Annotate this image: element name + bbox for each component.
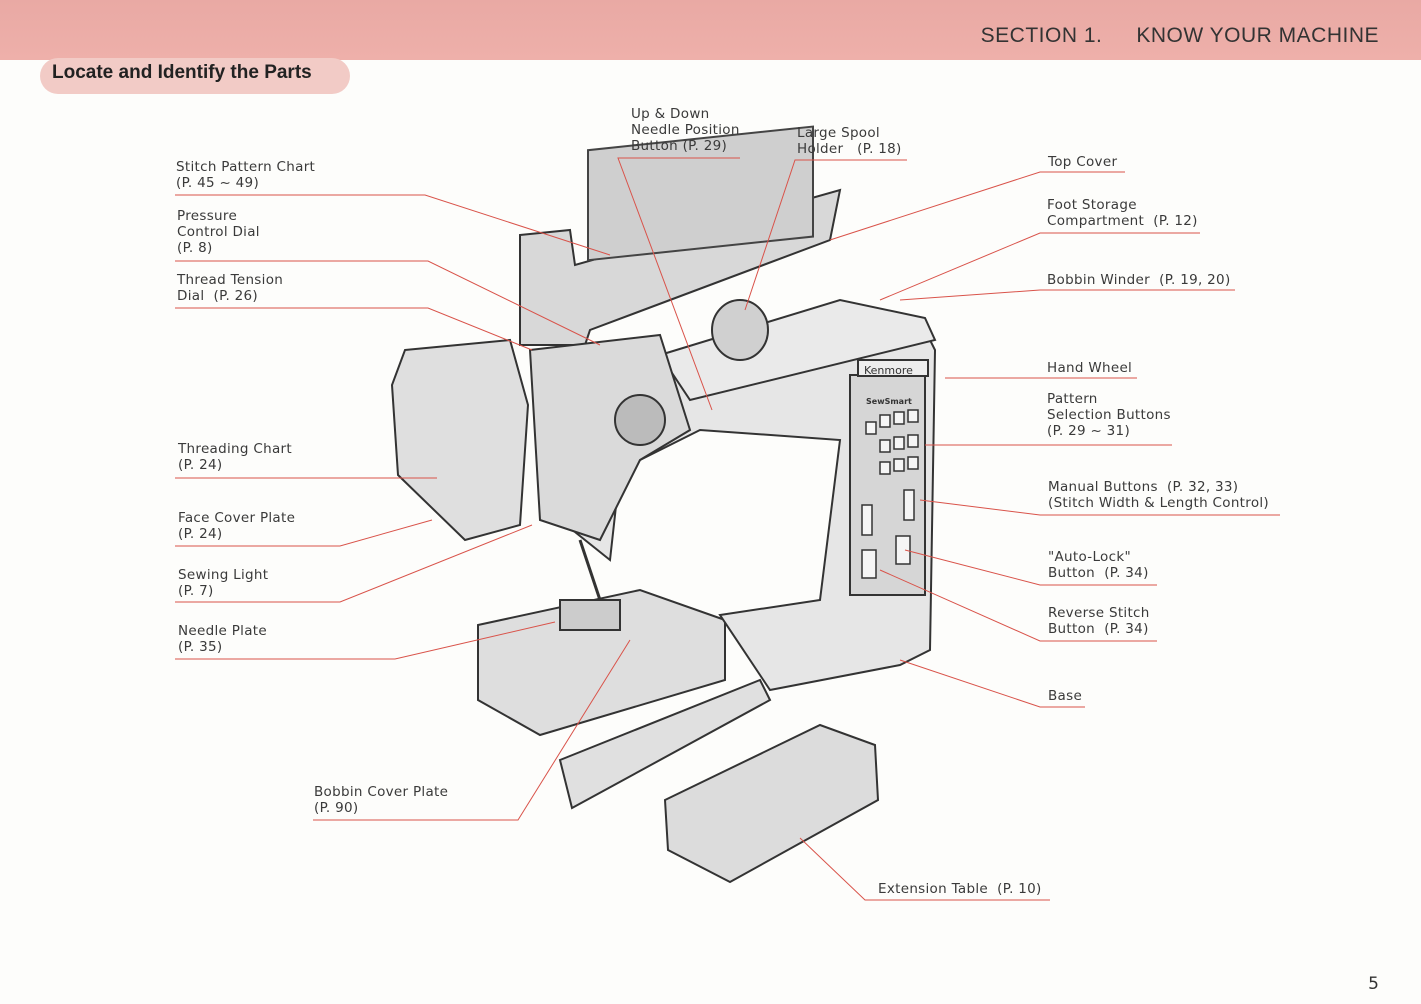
face-cover-plate <box>390 338 530 542</box>
label-auto-lock: "Auto-Lock" Button (P. 34) <box>1048 549 1149 581</box>
brand-logo: Kenmore <box>864 364 913 377</box>
label-stitch-pattern-chart: Stitch Pattern Chart (P. 45 ~ 49) <box>176 159 316 191</box>
label-bobbin-winder: Bobbin Winder (P. 19, 20) <box>1047 272 1231 288</box>
machine-head <box>528 333 692 542</box>
label-sewing-light: Sewing Light (P. 7) <box>178 567 269 599</box>
label-base: Base <box>1048 688 1083 704</box>
leader-auto-lock <box>904 549 1157 586</box>
leader-thread-tension <box>175 307 533 351</box>
leader-bobbin-winder <box>899 289 1235 301</box>
leader-foot-storage <box>879 232 1200 301</box>
needle-plate <box>559 599 621 631</box>
leader-reverse <box>879 569 1157 642</box>
label-up-down-needle: Up & Down Needle Position Button (P. 29) <box>631 106 740 154</box>
leader-manual-buttons <box>919 499 1280 516</box>
large-spool-holder <box>711 299 769 361</box>
page-number: 5 <box>1368 974 1379 994</box>
leader-bobbin-cover <box>313 639 631 821</box>
panel-logo: SewSmart <box>866 397 912 406</box>
section-title: SECTION 1.KNOW YOUR MACHINE <box>980 24 1379 47</box>
label-pattern-selection: Pattern Selection Buttons (P. 29 ~ 31) <box>1047 391 1171 439</box>
hand-wheel-detail <box>614 394 666 446</box>
sewing-machine-illustration <box>390 125 937 884</box>
leader-base <box>899 659 1085 708</box>
label-bobbin-cover-plate: Bobbin Cover Plate (P. 90) <box>314 784 449 816</box>
label-hand-wheel: Hand Wheel <box>1047 360 1133 376</box>
leader-extension <box>799 837 1050 901</box>
label-pressure-control-dial: Pressure Control Dial (P. 8) <box>177 208 260 256</box>
leader-face-cover <box>175 519 433 547</box>
leader-pressure-dial <box>175 260 601 346</box>
heading-pill <box>40 58 350 94</box>
label-threading-chart: Threading Chart (P. 24) <box>178 441 292 473</box>
leader-spool <box>744 159 907 311</box>
label-large-spool-holder: Large Spool Holder (P. 18) <box>797 125 902 157</box>
label-top-cover: Top Cover <box>1048 154 1118 170</box>
label-extension-table: Extension Table (P. 10) <box>878 881 1042 897</box>
label-thread-tension-dial: Thread Tension Dial (P. 26) <box>177 272 284 304</box>
leader-lines <box>175 157 1280 901</box>
leader-stitch-pattern-chart <box>175 194 611 256</box>
leader-sewing-light <box>175 524 533 603</box>
label-manual-buttons: Manual Buttons (P. 32, 33) (Stitch Width… <box>1048 479 1269 511</box>
extension-table <box>663 723 880 884</box>
leader-needle-plate <box>175 621 556 660</box>
page-heading: Locate and Identify the Parts <box>52 62 312 83</box>
label-face-cover-plate: Face Cover Plate (P. 24) <box>178 510 296 542</box>
base <box>477 588 726 737</box>
label-reverse-stitch: Reverse Stitch Button (P. 34) <box>1048 605 1150 637</box>
leader-up-down <box>617 157 740 411</box>
leader-top-cover <box>829 171 1125 241</box>
header-band <box>0 0 1421 60</box>
label-foot-storage: Foot Storage Compartment (P. 12) <box>1047 197 1198 229</box>
label-needle-plate: Needle Plate (P. 35) <box>178 623 267 655</box>
